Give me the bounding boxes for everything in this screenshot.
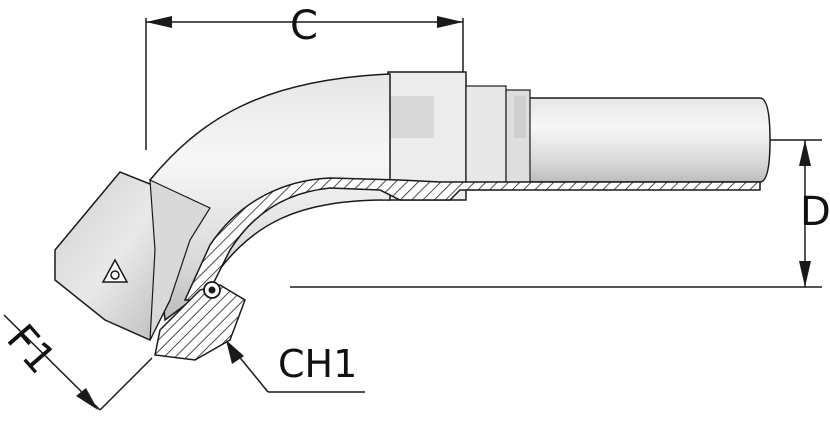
nut-face xyxy=(149,179,211,341)
collar-shade-1 xyxy=(388,96,434,138)
dimension-d-label: D xyxy=(800,189,830,235)
collar-ring-1 xyxy=(465,85,507,191)
section-hatch xyxy=(183,177,761,301)
dimension-c-label: C xyxy=(290,3,318,49)
dimension-ch1-label: CH1 xyxy=(278,342,358,386)
brand-logo xyxy=(101,258,129,283)
collar-ring-shade xyxy=(514,96,526,138)
dim-f1-ext-b xyxy=(99,357,153,411)
